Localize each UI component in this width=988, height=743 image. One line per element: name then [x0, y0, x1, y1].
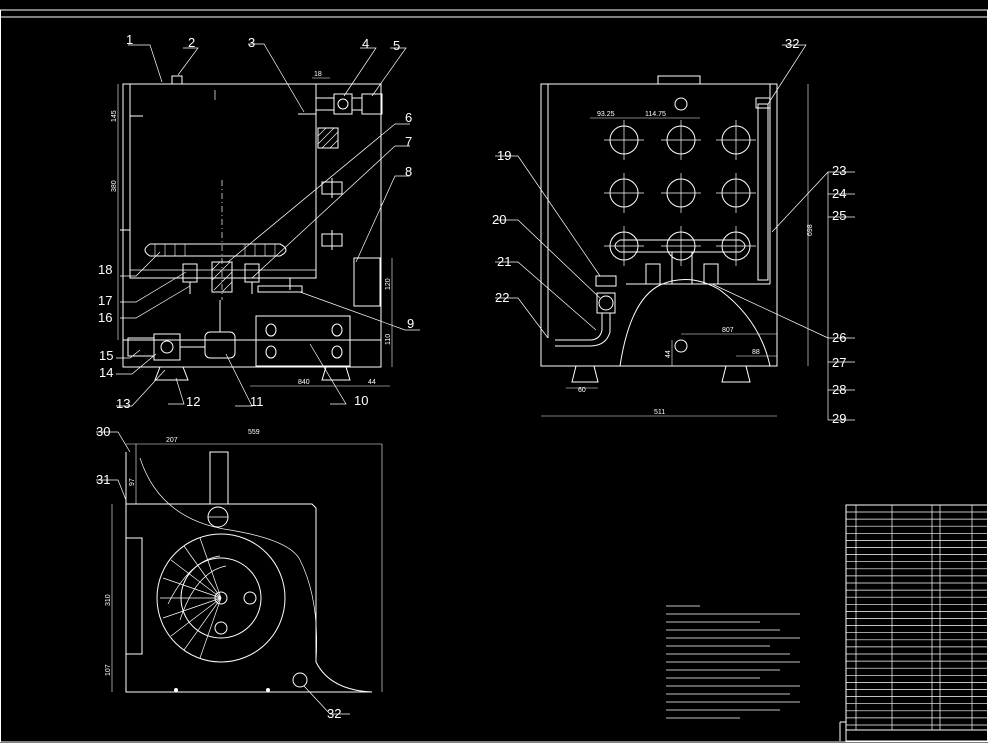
dim-side-5: 88 [752, 349, 760, 356]
technical-notes [666, 605, 800, 719]
heating-coil [144, 243, 287, 257]
dim-front-5: 840 [298, 379, 310, 386]
callout-14: 14 [99, 365, 113, 380]
sheet-border [0, 9, 988, 743]
dim-front-3: 120 [385, 278, 392, 290]
dim-top-1: 207 [166, 437, 178, 444]
dim-side-8: 511 [654, 409, 665, 416]
dim-side-3: 698 [807, 224, 814, 236]
callout-3: 3 [248, 35, 255, 50]
callout-24: 24 [832, 186, 846, 201]
callout-30: 30 [96, 424, 110, 439]
callout-27: 27 [832, 355, 846, 370]
pump-body [204, 331, 236, 359]
callout-15: 15 [99, 348, 113, 363]
dim-side-6: 44 [665, 350, 672, 358]
callout-32-top: 32 [327, 706, 341, 721]
callout-32-side: 32 [785, 36, 799, 51]
callout-13: 13 [116, 396, 130, 411]
callout-labels: 1 2 3 4 5 6 7 8 9 10 11 12 13 14 15 16 1… [96, 32, 846, 721]
dim-front-7: 18 [314, 71, 322, 78]
dim-front-4: 110 [385, 334, 392, 345]
side-view [495, 44, 855, 421]
dim-top-4: 310 [105, 594, 112, 606]
callout-7: 7 [405, 134, 412, 149]
dim-front-1: 145 [111, 110, 118, 122]
dim-top-5: 107 [105, 664, 112, 676]
callout-26: 26 [832, 330, 846, 345]
callout-6: 6 [405, 110, 412, 125]
callout-5: 5 [393, 38, 400, 53]
dim-top-2: 559 [248, 429, 260, 436]
callout-11: 11 [250, 394, 264, 409]
control-box [353, 257, 381, 307]
front-view [116, 43, 420, 407]
callout-20: 20 [492, 212, 506, 227]
dim-front-2: 380 [111, 180, 118, 192]
callout-1: 1 [126, 32, 133, 47]
dim-side-7: 60 [578, 387, 586, 394]
dim-top-3: 97 [129, 478, 136, 486]
callout-22: 22 [495, 290, 509, 305]
callout-8: 8 [405, 164, 412, 179]
fan-blades [160, 537, 227, 659]
tank-inner [129, 83, 317, 279]
callout-9: 9 [407, 316, 414, 331]
callout-17: 17 [98, 293, 112, 308]
callout-29: 29 [832, 411, 846, 426]
callout-25: 25 [832, 208, 846, 223]
callout-23: 23 [832, 163, 846, 178]
dim-side-4: 807 [722, 327, 734, 334]
callout-2: 2 [188, 35, 195, 50]
callout-16: 16 [98, 310, 112, 325]
dim-front-6: 44 [368, 379, 376, 386]
callout-18: 18 [98, 262, 112, 277]
parts-list [839, 504, 988, 742]
dimension-labels: 145 380 120 110 840 44 18 93.25 114.75 6… [105, 71, 814, 676]
callout-10: 10 [354, 393, 368, 408]
tank-outer [122, 83, 382, 368]
callout-19: 19 [497, 148, 511, 163]
callout-31: 31 [96, 472, 110, 487]
callout-28: 28 [832, 382, 846, 397]
dim-side-2: 114.75 [645, 111, 666, 118]
motor-housing [255, 315, 351, 367]
callout-12: 12 [186, 394, 200, 409]
callout-4: 4 [362, 36, 369, 51]
top-view [96, 431, 383, 715]
dim-side-1: 93.25 [597, 111, 615, 118]
callout-21: 21 [497, 254, 511, 269]
